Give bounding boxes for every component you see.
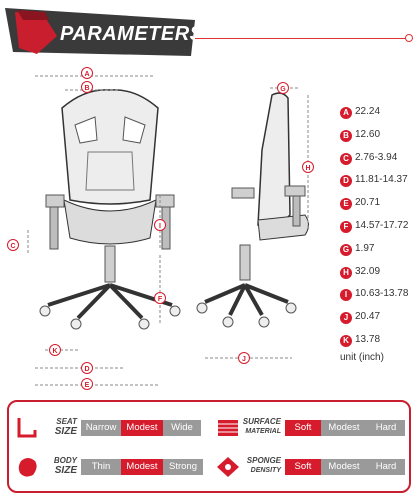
badge-g: G (277, 82, 289, 94)
svg-text:F: F (158, 296, 163, 303)
header-rule-end (405, 34, 413, 42)
svg-text:G: G (280, 86, 286, 93)
header-rule (195, 38, 410, 39)
param-body-size: BODY SIZE Thin Modest Strong (15, 456, 203, 477)
badge-a: A (81, 67, 93, 79)
seat-size-option-modest: Modest (121, 420, 163, 436)
badge-k: K (49, 344, 61, 356)
param-surface-material: SURFACE MATERIAL Soft Modest Hard (215, 417, 407, 438)
param-sponge-density: SPONGE DENSITY Soft Modest Hard (215, 456, 407, 477)
sponge-density-option-hard: Hard (367, 459, 405, 475)
body-size-option-strong: Strong (163, 459, 203, 475)
sponge-density-option-modest: Modest (321, 459, 367, 475)
chair-dimension-diagram: A B C D E F G H I J K (7, 67, 314, 390)
svg-text:J: J (242, 356, 246, 363)
body-size-option-modest: Modest (121, 459, 163, 475)
body-size-icon (18, 458, 37, 477)
page-title: PARAMETERS (60, 23, 204, 45)
header: PARAMETERS (0, 0, 417, 68)
surface-material-option-hard: Hard (367, 420, 405, 436)
unit-note: unit (inch) (340, 352, 384, 363)
badge-e: E (81, 378, 93, 390)
svg-text:H: H (305, 165, 310, 172)
param-seat-size: SEAT SIZE Narrow Modest Wide (15, 417, 203, 438)
surface-material-icon (218, 420, 238, 436)
svg-text:A: A (84, 71, 89, 78)
comfort-parameters-panel: SEAT SIZE Narrow Modest Wide BODY SIZE T… (7, 400, 411, 493)
badge-h: H (302, 161, 314, 173)
sponge-density-icon (217, 457, 239, 477)
badge-f: F (154, 292, 166, 304)
svg-text:K: K (52, 348, 57, 355)
seat-size-option-narrow: Narrow (81, 420, 121, 436)
body-size-option-thin: Thin (81, 459, 121, 475)
svg-text:C: C (10, 243, 15, 250)
sponge-density-option-soft: Soft (285, 459, 321, 475)
badge-i: I (154, 219, 166, 231)
badge-d: D (81, 362, 93, 374)
dimension-badges: A B C D E F G H I J K (7, 67, 314, 390)
front-view-chair (39, 89, 181, 330)
surface-material-option-soft: Soft (285, 420, 321, 436)
svg-text:E: E (85, 382, 90, 389)
seat-size-option-wide: Wide (163, 420, 201, 436)
svg-text:I: I (159, 223, 161, 230)
badge-j: J (238, 352, 250, 364)
surface-material-option-modest: Modest (321, 420, 367, 436)
svg-text:D: D (84, 366, 89, 373)
side-view-chair (196, 92, 309, 328)
seat-size-icon (17, 418, 37, 438)
header-banner (5, 8, 195, 56)
badge-b: B (81, 81, 93, 93)
badge-c: C (7, 239, 19, 251)
svg-text:B: B (84, 85, 89, 92)
